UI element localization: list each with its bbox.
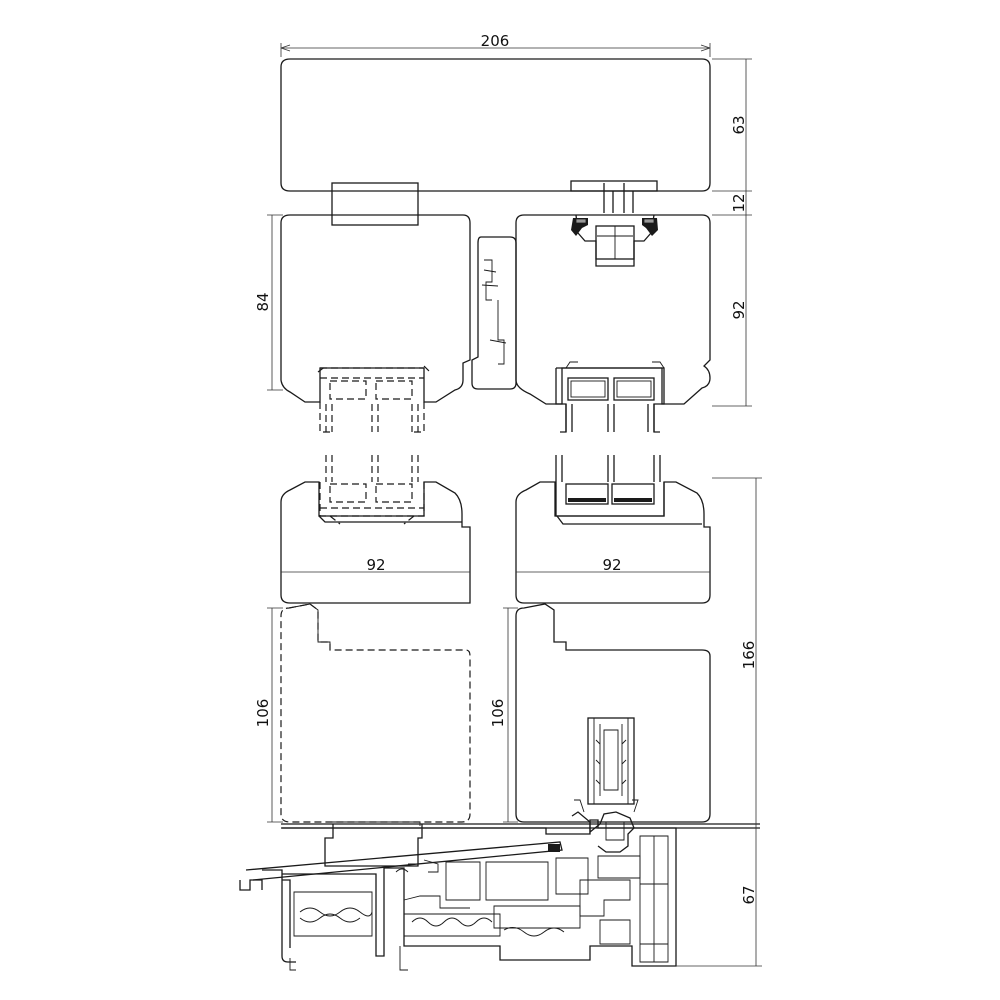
dim-left-sash-width: 92 bbox=[366, 556, 385, 574]
upper-right-glazing bbox=[555, 361, 665, 433]
dim-right-upper-height: 92 bbox=[730, 300, 748, 319]
dim-top-width: 206 bbox=[481, 32, 510, 50]
sill-profile bbox=[239, 799, 760, 971]
lower-left-sash bbox=[280, 455, 471, 823]
dim-sill-height: 67 bbox=[740, 885, 758, 904]
dim-left-lower-height: 106 bbox=[254, 699, 272, 728]
dim-head-height: 63 bbox=[730, 115, 748, 134]
lower-right-sash bbox=[515, 455, 711, 823]
lower-left-glazing-ghost bbox=[319, 455, 425, 525]
lower-right-glazing bbox=[555, 455, 665, 517]
head-frame bbox=[280, 58, 711, 226]
dim-left-upper-height: 84 bbox=[254, 292, 272, 311]
dim-right-lower-height: 106 bbox=[489, 699, 507, 728]
dim-total-lower-height: 166 bbox=[740, 641, 758, 670]
upper-right-track bbox=[571, 214, 658, 267]
center-interlock bbox=[471, 236, 517, 390]
upper-left-glazing-ghost bbox=[317, 365, 431, 433]
upper-left-sash bbox=[280, 214, 471, 433]
dim-gap: 12 bbox=[730, 193, 748, 212]
dimension-lines bbox=[267, 43, 762, 967]
lower-right-channel bbox=[587, 717, 635, 805]
dim-right-sash-width: 92 bbox=[602, 556, 621, 574]
upper-right-sash bbox=[515, 214, 711, 433]
